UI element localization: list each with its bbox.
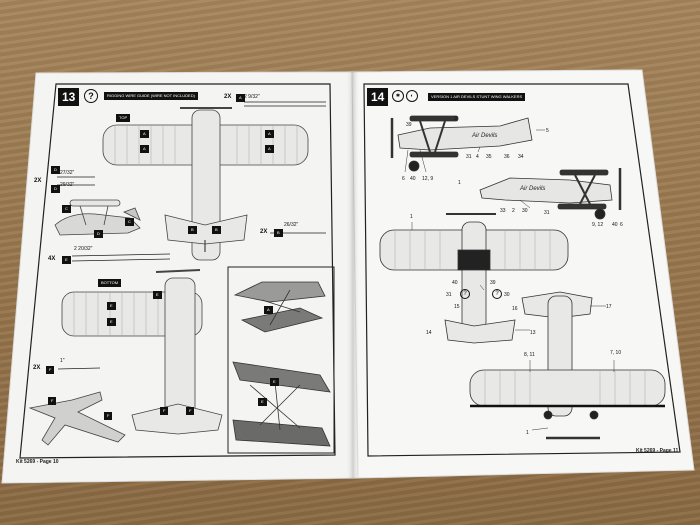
version-banner: VERSION 1 AIR DEVILS STUNT WING WALKERS [428, 93, 526, 101]
callout-35: 35 [486, 154, 492, 160]
top-view-label: TOP [116, 114, 131, 122]
callout-1-c: 1 [526, 430, 529, 436]
question-icon-small-1: ? [460, 289, 470, 299]
tag-c-1: C [62, 205, 71, 213]
callout-5: 5 [546, 128, 549, 134]
tag-b-1: B [188, 226, 197, 234]
callout-12-9: 12, 9 [422, 176, 434, 182]
tag-f-4: F [160, 407, 169, 415]
right-page-footer: Kit 5269 - Page 11 [636, 448, 679, 454]
decal-icon: ◐ [406, 90, 418, 102]
callout-33: 33 [500, 208, 506, 214]
tag-d-3: D [94, 230, 103, 238]
tag-a-6: A [264, 306, 273, 314]
step-number-14: 14 [367, 88, 389, 106]
measurement-a: 2 9/32" [244, 94, 260, 100]
measurement-e: 2 20/32" [74, 246, 93, 252]
tag-a-3: A [265, 130, 274, 138]
tag-a-5: A [236, 94, 245, 102]
callout-40: 40 [410, 176, 416, 182]
question-icon-small-2: ? [492, 289, 502, 299]
tag-f-2: F [48, 397, 57, 405]
callout-6: 6 [402, 176, 405, 182]
tag-e-6: E [258, 398, 267, 406]
tag-b-3: B [274, 229, 283, 237]
tag-f-1: F [46, 366, 55, 374]
callout-31-b: 31 [544, 210, 550, 216]
callout-31: 31 [466, 154, 472, 160]
tag-a-2: A [140, 145, 149, 153]
callout-30-b: 30 [504, 292, 510, 298]
callout-8-11: 8, 11 [524, 352, 535, 358]
tag-f-5: F [186, 407, 195, 415]
callout-36: 36 [504, 154, 510, 160]
callout-14: 14 [426, 330, 432, 336]
measurement-b: 26/32" [284, 222, 299, 228]
callout-2: 2 [512, 208, 515, 214]
tag-a-4: A [265, 145, 274, 153]
left-page-footer: Kit 5269 - Page 10 [16, 459, 59, 465]
qty-2x-c: 2X [34, 178, 42, 184]
tag-c-2: C [125, 218, 134, 226]
callout-3: 3 [454, 116, 457, 122]
callout-17: 17 [606, 304, 612, 310]
callout-40-c: 40 [452, 280, 458, 286]
question-icon: ? [84, 89, 98, 103]
callout-1-b: 1 [410, 214, 413, 220]
qty-2x-b: 2X [260, 229, 268, 235]
callout-7-10: 7, 10 [610, 350, 622, 356]
tag-b-2: B [212, 226, 221, 234]
rigging-wire-banner: RIGGING WIRE GUIDE (WIRE NOT INCLUDED) [104, 92, 198, 100]
measurement-f: 1" [60, 358, 65, 364]
tag-e-2: E [107, 302, 116, 310]
callout-6-b: 6 [620, 222, 623, 228]
measurement-c: 27/32" [60, 170, 75, 176]
tag-e-1: E [62, 256, 71, 264]
paint-icon: ✱ [392, 90, 404, 102]
callout-39-b: 39 [490, 280, 496, 286]
callout-30: 30 [522, 208, 528, 214]
callout-9-12: 9, 12 [592, 222, 604, 228]
qty-2x-f: 2X [33, 365, 41, 371]
tag-e-5: E [270, 378, 279, 386]
callout-31-c: 31 [446, 292, 452, 298]
callout-40-b: 40 [612, 222, 618, 228]
bottom-view-label: BOTTOM [98, 279, 122, 287]
callout-1-a: 1 [458, 180, 461, 186]
callout-4: 4 [476, 154, 479, 160]
tag-d-2: D [51, 185, 60, 193]
callout-34: 34 [518, 154, 524, 160]
callout-16: 16 [512, 306, 518, 312]
callout-39: 39 [406, 122, 412, 128]
qty-2x-a: 2X [224, 94, 232, 100]
callout-13: 13 [530, 330, 536, 336]
measurement-d: 29/32" [60, 182, 75, 188]
tag-a-1: A [140, 130, 149, 138]
callout-15: 15 [454, 304, 460, 310]
tag-f-3: F [104, 412, 113, 420]
qty-4x-e: 4X [48, 256, 56, 262]
step-number-13: 13 [58, 88, 80, 106]
tag-e-3: E [107, 318, 116, 326]
tag-d-1: D [51, 166, 60, 174]
tag-e-4: E [153, 291, 162, 299]
